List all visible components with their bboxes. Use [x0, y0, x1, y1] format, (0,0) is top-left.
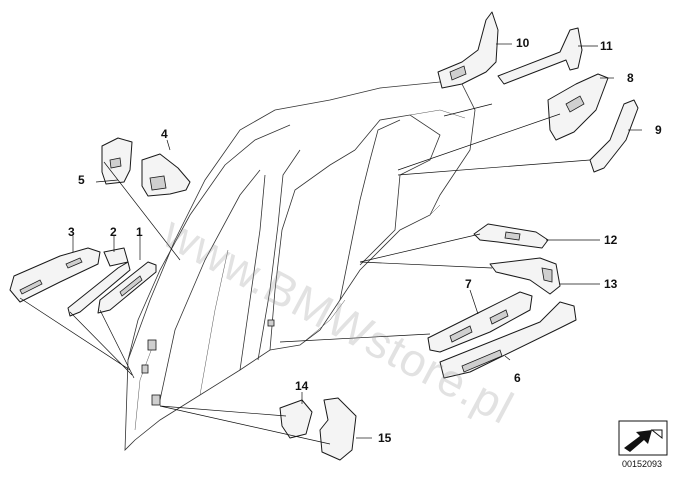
part-12-rail	[473, 223, 549, 249]
callout-14: 14	[295, 379, 309, 393]
callout-8: 8	[627, 71, 634, 85]
callout-4: 4	[161, 127, 168, 141]
callout-7: 7	[465, 277, 472, 291]
callout-11: 11	[600, 39, 613, 53]
callout-5: 5	[78, 173, 85, 187]
leader-lines	[19, 43, 642, 445]
part-2-pillar-strip	[67, 247, 131, 317]
callout-6: 6	[514, 371, 521, 385]
part-11-rail	[497, 27, 583, 85]
part-5-plate	[101, 137, 133, 185]
direction-arrow-icon	[618, 420, 668, 456]
callout-3: 3	[68, 225, 75, 239]
callout-12: 12	[604, 233, 618, 247]
part-1-pillar-reinforcement	[97, 261, 157, 314]
callout-13: 13	[604, 277, 618, 291]
callout-9: 9	[655, 123, 662, 137]
part-7-floor-member	[427, 291, 533, 353]
part-14-bracket	[279, 399, 313, 439]
diagram-number: 00152093	[622, 459, 663, 469]
callout-15: 15	[378, 431, 392, 445]
part-6-sill-reinforcement	[439, 301, 577, 379]
callout-10: 10	[516, 36, 530, 50]
part-8-bracket	[547, 73, 609, 141]
part-10-pillar-piece	[437, 11, 499, 89]
part-9-strut	[589, 99, 639, 173]
part-13-panel	[489, 257, 561, 295]
body-side-frame	[124, 79, 476, 451]
callout-1: 1	[136, 225, 143, 239]
callout-2: 2	[110, 225, 117, 239]
part-3-sill-trim	[9, 247, 101, 303]
part-4-bracket	[141, 153, 191, 197]
part-15-bracket	[319, 397, 357, 461]
